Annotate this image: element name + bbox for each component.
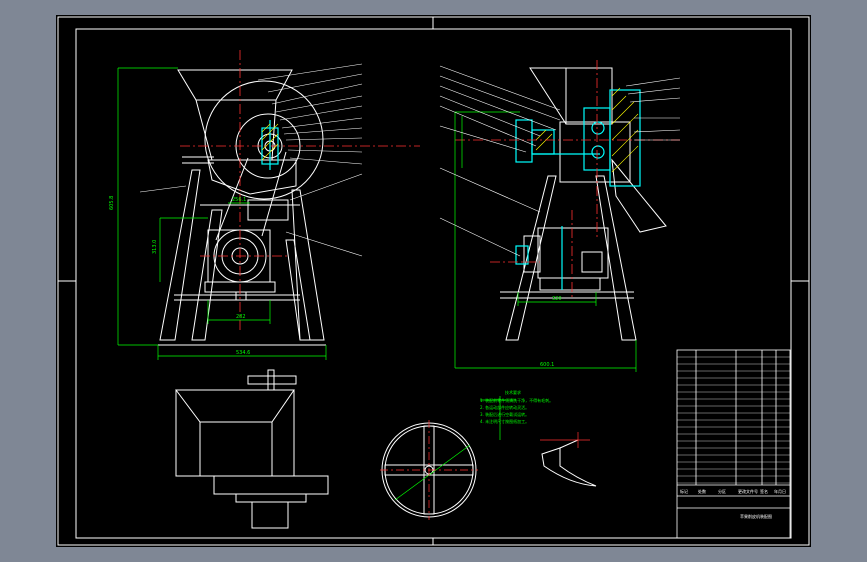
frame-center-marks [58, 17, 809, 545]
front-leaders [139, 63, 363, 257]
tb-label-1: 处数 [698, 488, 706, 494]
front-detail-solid [261, 120, 279, 170]
notes-title: 技术要求 [505, 389, 521, 395]
front-view [158, 69, 326, 346]
dim-motor-width: 282 [236, 314, 246, 320]
cutter-disc-lines [394, 396, 516, 501]
front-hatch [261, 123, 279, 161]
title-block [676, 349, 791, 539]
blade-center [540, 432, 590, 448]
dim-side-base: 320 [552, 296, 562, 302]
top-view [175, 369, 329, 529]
note-4: 4. 未注明尺寸按图纸加工。 [480, 418, 529, 424]
note-1: 1. 装配前零件须清洗干净，不得有毛刺。 [480, 397, 553, 403]
tb-label-0: 标记 [680, 488, 688, 494]
side-dim-text: 600.1 320 [540, 296, 562, 368]
dim-base-width: 534.6 [236, 350, 250, 356]
side-solid-parts [515, 89, 641, 290]
side-hatch [535, 87, 639, 173]
bom-rows [677, 356, 790, 484]
blade-detail [541, 439, 597, 487]
tb-label-4: 签名 [760, 488, 768, 494]
side-leaders [439, 65, 681, 257]
cutter-center-lines [380, 420, 478, 520]
side-view [500, 67, 667, 341]
note-3: 3. 装配后进行空载试运转。 [480, 411, 529, 417]
tb-label-2: 分区 [718, 488, 726, 494]
title-block-labels: 标记 处数 分区 更改文件号 签名 年月日 苹果削皮机装配图 [680, 488, 786, 519]
front-center-lines [180, 50, 420, 330]
dim-overall-height: 605.8 [109, 196, 115, 210]
front-dimensions [117, 67, 327, 360]
dim-side-overall: 600.1 [540, 362, 554, 368]
tb-label-5: 年月日 [774, 488, 786, 494]
note-2: 2. 各运动部件应转动灵活。 [480, 404, 529, 410]
dim-pulley-span: 256.1 [232, 197, 246, 203]
tb-label-3: 更改文件号 [738, 488, 758, 494]
dim-motor-height: 313.0 [152, 240, 158, 254]
technical-notes: 技术要求 1. 装配前零件须清洗干净，不得有毛刺。 2. 各运动部件应转动灵活。… [480, 389, 553, 424]
front-dim-text: 605.8 313.0 282 534.6 256.1 [109, 196, 250, 356]
drawing-title: 苹果削皮机装配图 [740, 513, 772, 519]
